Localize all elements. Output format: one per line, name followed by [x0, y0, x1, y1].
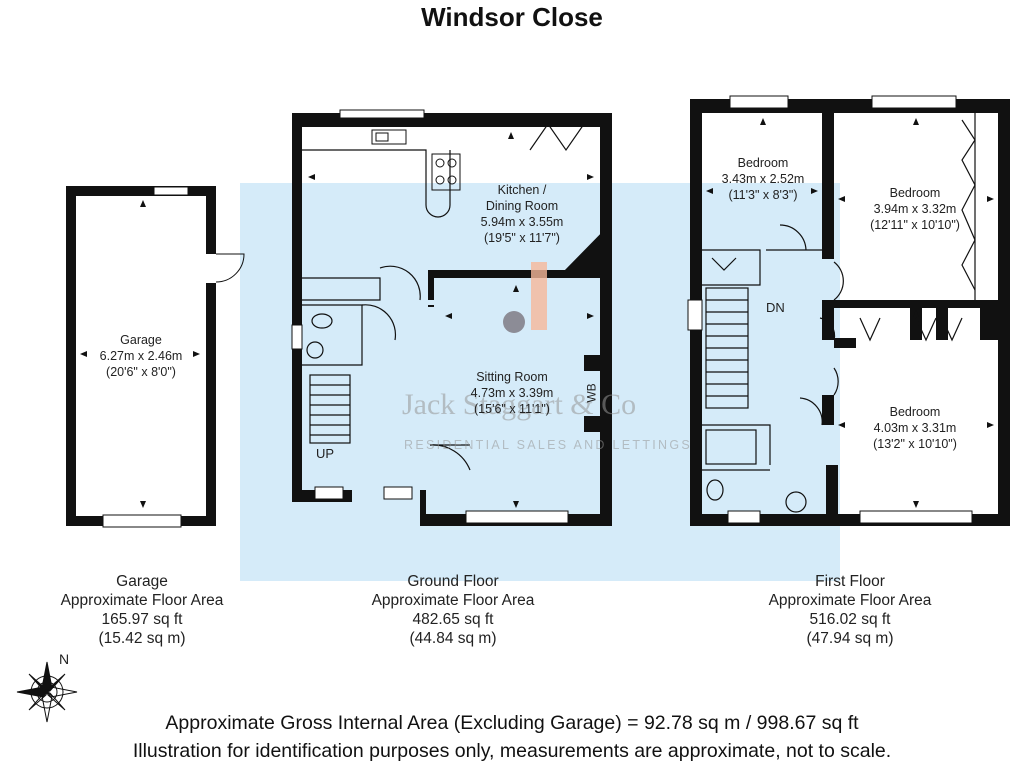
- floor-sqft: 516.02 sq ft: [809, 611, 891, 628]
- room-imperial: (12'11" x 10'10"): [870, 218, 960, 232]
- room-imperial: (13'2" x 10'10"): [873, 437, 957, 451]
- floor-sqm: (44.84 sq m): [409, 630, 497, 647]
- room-name: Kitchen /: [497, 183, 547, 197]
- room-name-line2: Dining Room: [485, 199, 559, 213]
- flue: [531, 262, 547, 330]
- watermark-name: Jack Staggart & Co: [402, 388, 637, 421]
- floor-area-label: Approximate Floor Area: [60, 592, 224, 609]
- room-name: Sitting Room: [476, 370, 548, 384]
- room-name: Bedroom: [737, 156, 789, 170]
- stairs-up-label: UP: [316, 446, 335, 461]
- ground-floor-inner-lines: [302, 122, 585, 471]
- compass-rose: [16, 661, 78, 723]
- dimension-arrows-first: [706, 118, 994, 508]
- kitchen-sink: [371, 129, 407, 145]
- floor-name: Ground Floor: [407, 573, 499, 590]
- room-metric: 5.94m x 3.55m: [480, 215, 564, 229]
- ceiling-light: [503, 311, 525, 333]
- floor-area-label: Approximate Floor Area: [371, 592, 535, 609]
- floor-sqft: 165.97 sq ft: [101, 611, 183, 628]
- room-label-bedroom-3: Bedroom 4.03m x 3.31m (13'2" x 10'10"): [855, 404, 975, 452]
- floor-name: First Floor: [815, 573, 885, 590]
- room-name: Bedroom: [889, 405, 941, 419]
- room-metric: 3.43m x 2.52m: [721, 172, 805, 186]
- room-imperial: (20'6" x 8'0"): [106, 365, 176, 379]
- room-label-bedroom-2: Bedroom 3.94m x 3.32m (12'11" x 10'10"): [855, 185, 975, 233]
- wash-basin-label: WB: [584, 383, 599, 403]
- room-label-kitchen: Kitchen / Dining Room 5.94m x 3.55m (19'…: [462, 182, 582, 246]
- floor-area-garage: Garage Approximate Floor Area 165.97 sq …: [42, 572, 242, 648]
- ground-floor-windows: [291, 109, 569, 524]
- room-label-bedroom-1: Bedroom 3.43m x 2.52m (11'3" x 8'3"): [708, 155, 818, 203]
- room-name: Garage: [120, 333, 162, 347]
- floor-name: Garage: [116, 573, 168, 590]
- room-label-garage: Garage 6.27m x 2.46m (20'6" x 8'0"): [86, 332, 196, 380]
- room-metric: 3.94m x 3.32m: [873, 202, 957, 216]
- room-metric: 6.27m x 2.46m: [99, 349, 183, 363]
- garage-door-swing: [215, 253, 245, 283]
- watermark-tagline: RESIDENTIAL SALES AND LETTINGS: [404, 438, 693, 452]
- hob: [431, 153, 461, 191]
- room-metric: 4.73m x 3.39m: [470, 386, 554, 400]
- floor-sqm: (47.94 sq m): [806, 630, 894, 647]
- floor-area-label: Approximate Floor Area: [768, 592, 932, 609]
- floor-sqft: 482.65 sq ft: [412, 611, 494, 628]
- garage-openings: [102, 186, 189, 528]
- disclaimer: Illustration for identification purposes…: [132, 740, 892, 762]
- room-imperial: (15'6" x 11'1"): [474, 402, 550, 416]
- room-name: Bedroom: [889, 186, 941, 200]
- floor-sqm: (15.42 sq m): [98, 630, 186, 647]
- room-metric: 4.03m x 3.31m: [873, 421, 957, 435]
- gross-internal-area: Approximate Gross Internal Area (Excludi…: [165, 712, 859, 734]
- stairs-down-label: DN: [766, 300, 785, 315]
- plan-title: Windsor Close: [421, 2, 603, 32]
- floor-area-ground: Ground Floor Approximate Floor Area 482.…: [353, 572, 553, 648]
- room-label-sitting: Sitting Room 4.73m x 3.39m (15'6" x 11'1…: [452, 369, 572, 417]
- north-label: N: [59, 651, 70, 667]
- room-imperial: (11'3" x 8'3"): [728, 188, 798, 202]
- first-floor-windows: [687, 95, 973, 524]
- first-floor-inner-lines: [702, 113, 976, 513]
- floor-area-first: First Floor Approximate Floor Area 516.0…: [750, 572, 950, 648]
- room-imperial: (19'5" x 11'7"): [484, 231, 560, 245]
- dimension-arrows-ground: [80, 132, 594, 508]
